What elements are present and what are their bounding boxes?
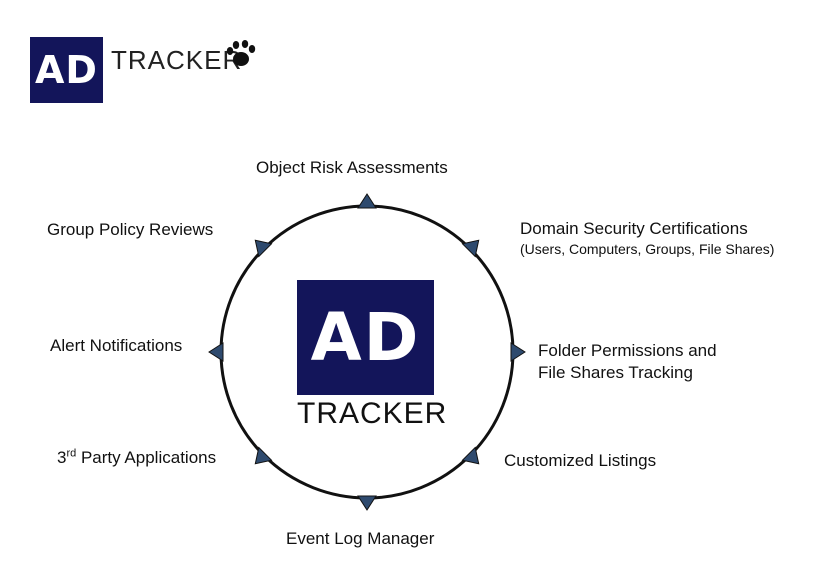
- feature-event-log: Event Log Manager: [286, 529, 435, 548]
- center-logo: AD TRACKER: [297, 280, 448, 431]
- arrow-left-icon: [208, 342, 224, 362]
- feature-group-policy: Group Policy Reviews: [47, 220, 214, 239]
- feature-object-risk: Object Risk Assessments: [256, 158, 448, 177]
- feature-folder-permissions-line1: Folder Permissions and: [538, 341, 717, 360]
- arrow-top-left-icon: [254, 239, 273, 258]
- header-logo-word: TRACKER: [111, 45, 243, 75]
- center-logo-word: TRACKER: [297, 397, 448, 430]
- arrow-bottom-left-icon: [254, 446, 273, 465]
- feature-domain-security-title: Domain Security Certifications: [520, 219, 748, 238]
- feature-third-party-rest: Party Applications: [76, 448, 217, 467]
- arrow-top-right-icon: [461, 239, 480, 258]
- feature-domain-security-subtitle: (Users, Computers, Groups, File Shares): [520, 241, 775, 257]
- feature-domain-security: Domain Security Certifications (Users, C…: [520, 218, 774, 258]
- feature-alert-notifications: Alert Notifications: [50, 336, 183, 355]
- arrow-bottom-right-icon: [461, 446, 480, 465]
- arrow-top-icon: [357, 193, 377, 209]
- arrow-markers: [208, 193, 526, 511]
- center-logo-badge: AD: [297, 280, 434, 395]
- header-logo-badge: AD: [30, 37, 103, 103]
- paw-print-icon: [226, 40, 256, 66]
- arrow-right-icon: [510, 342, 526, 362]
- feature-third-party-num: 3: [57, 448, 67, 467]
- arrow-bottom-icon: [357, 495, 377, 511]
- feature-folder-permissions-line2: File Shares Tracking: [538, 363, 693, 382]
- feature-third-party-sup: rd: [66, 447, 77, 460]
- feature-customized-listings: Customized Listings: [504, 451, 657, 470]
- feature-third-party: 3rd Party Applications: [57, 447, 216, 469]
- feature-folder-permissions: Folder Permissions and File Shares Track…: [538, 340, 717, 384]
